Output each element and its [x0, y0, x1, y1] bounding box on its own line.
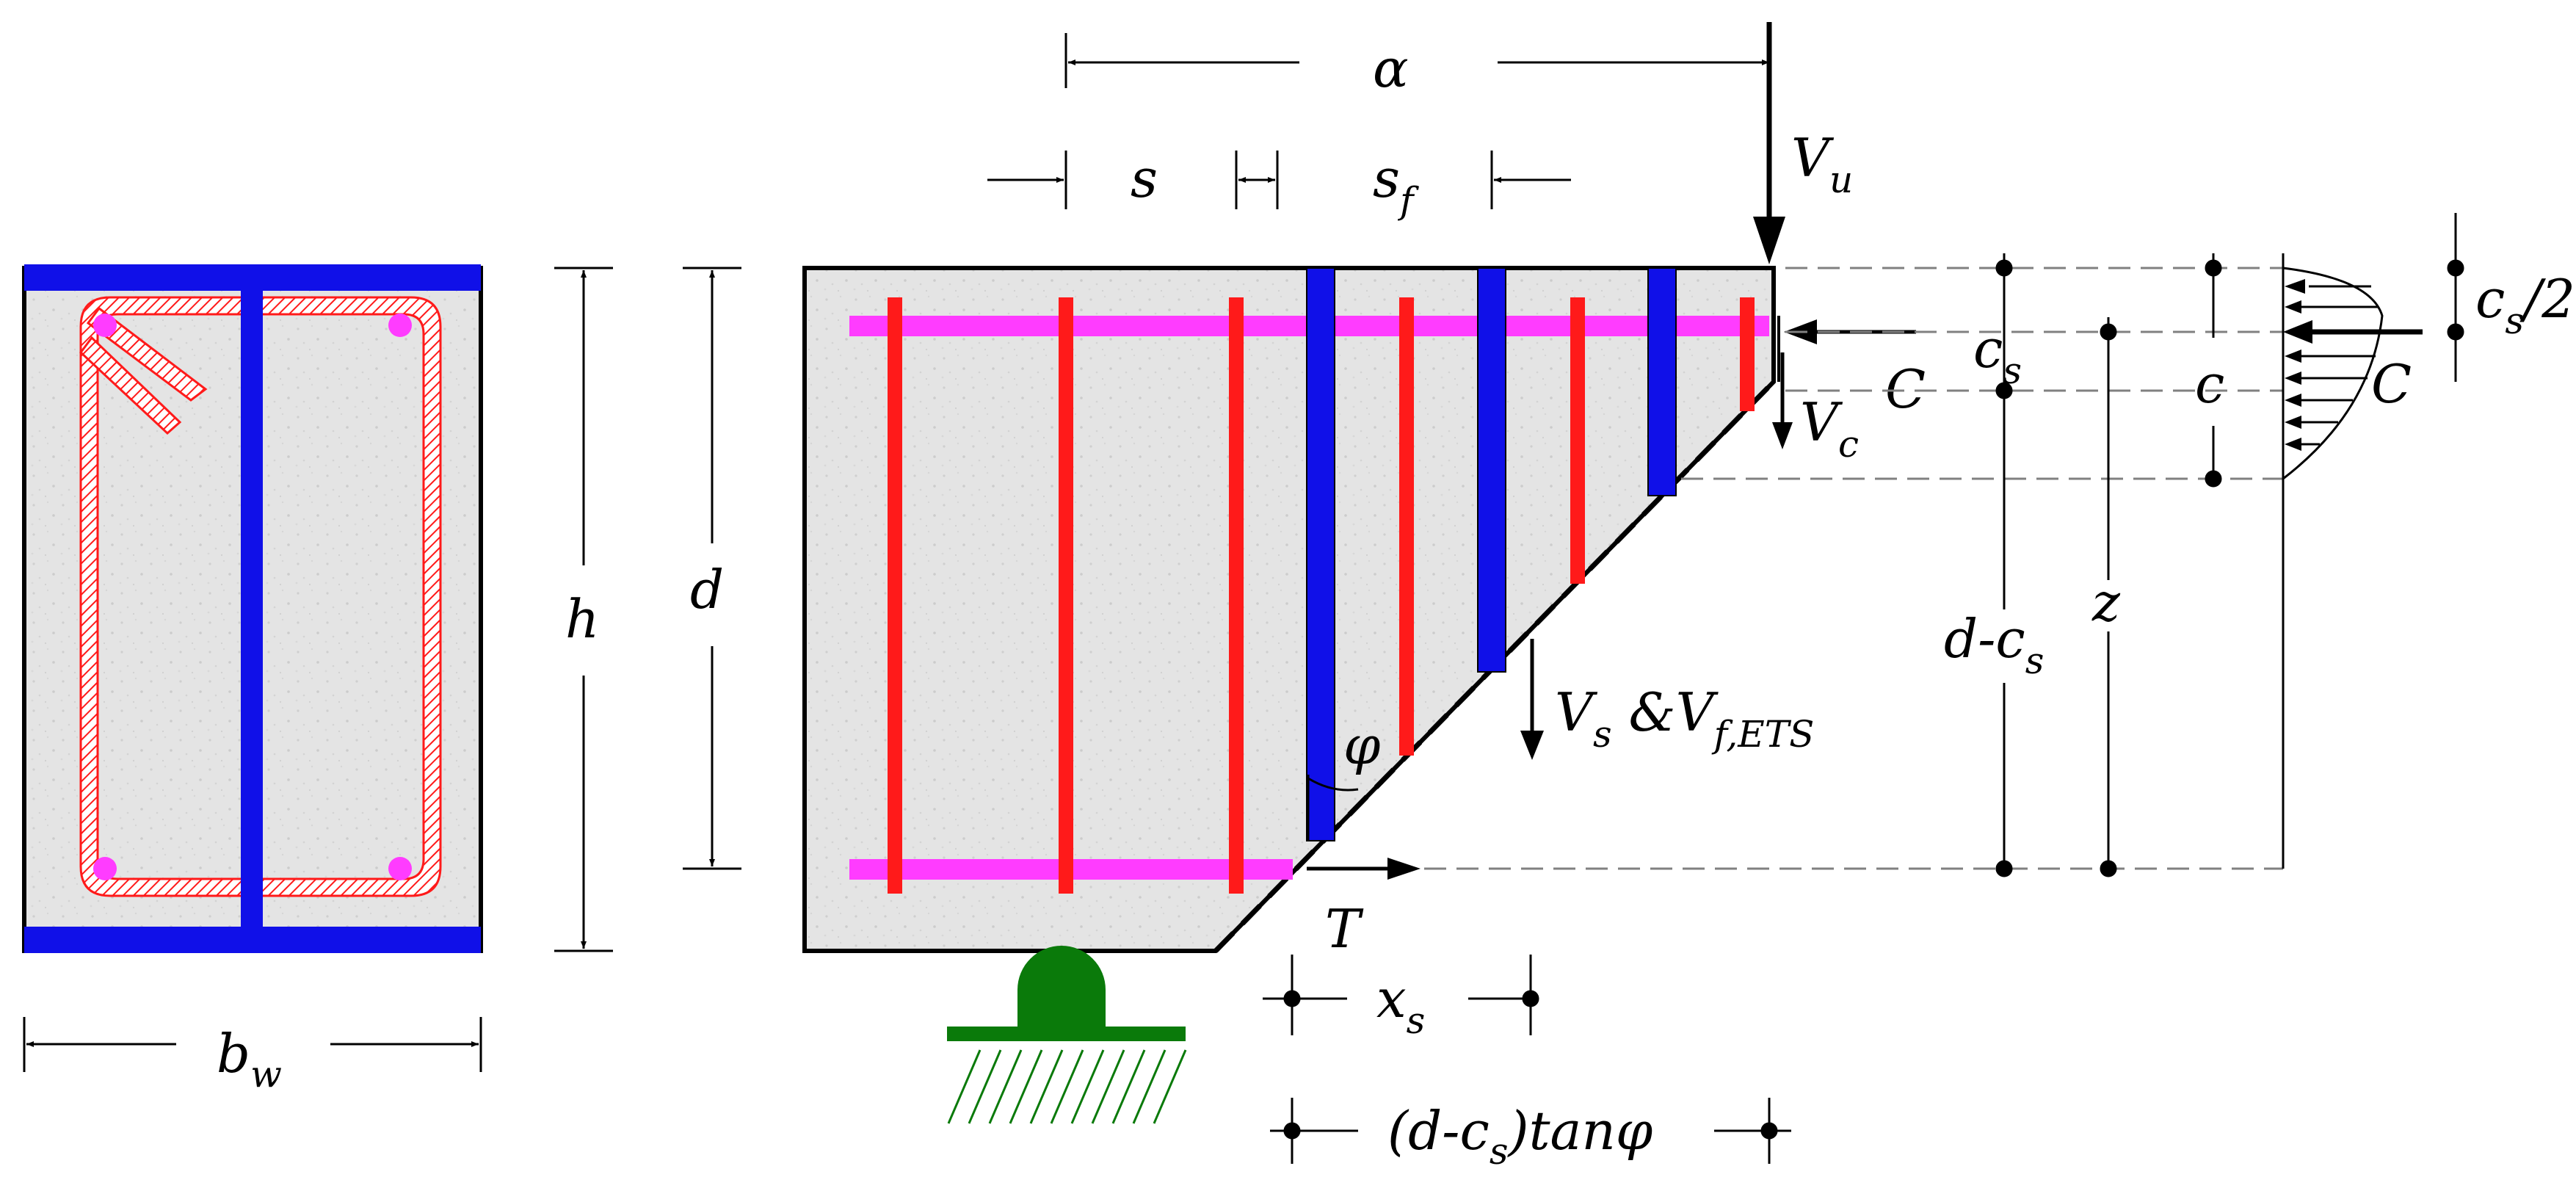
- level-lines: [1424, 267, 2283, 870]
- section-bar-bottom-left: [93, 857, 117, 880]
- label-c: c: [2195, 353, 2224, 415]
- force-vc: [1772, 352, 1793, 449]
- dim-bw: [23, 1017, 482, 1072]
- support: [947, 946, 1187, 1124]
- support-hatch: [947, 1049, 1187, 1124]
- dim-cs-half: [2447, 213, 2464, 382]
- label-c-block: C: [2371, 353, 2412, 415]
- beam-elevation: [802, 266, 1776, 953]
- dim-alpha: [1064, 33, 1769, 88]
- label-d-cs-tan: (d-cs)tanφ: [1387, 1100, 1653, 1173]
- cross-section: [22, 264, 483, 953]
- beam-concrete: [802, 266, 1776, 953]
- label-cs: cs: [1973, 318, 2022, 392]
- label-c-force: C: [1885, 358, 1926, 420]
- label-vc: Vc: [1800, 391, 1859, 466]
- frp-strip-2: [1477, 267, 1506, 673]
- dim-c: [2205, 253, 2222, 488]
- label-cs-half: cs/2: [2475, 268, 2575, 342]
- stirrup-3: [1229, 297, 1244, 894]
- section-frp-top: [24, 264, 481, 291]
- label-bw: bw: [217, 1023, 282, 1096]
- label-t: T: [1325, 898, 1364, 960]
- stress-block: [2282, 253, 2423, 481]
- force-t: [1307, 858, 1421, 880]
- dim-d-cs-tan: [1270, 1098, 1791, 1164]
- section-bar-bottom-right: [388, 857, 412, 880]
- label-s: s: [1131, 148, 1158, 209]
- section-bar-top-right: [388, 314, 412, 337]
- label-xs: xs: [1376, 968, 1425, 1042]
- support-plate: [947, 1027, 1186, 1041]
- dim-h: [554, 267, 613, 952]
- label-vs-vf: Vs &Vf,ETS: [1555, 681, 1814, 756]
- stirrup-hook-2: [79, 336, 182, 435]
- label-vu: Vu: [1791, 127, 1853, 201]
- dim-d-cs: [1995, 391, 2013, 877]
- label-d-cs: d-cs: [1944, 608, 2044, 682]
- dim-xs: [1263, 955, 1539, 1035]
- stirrup-2: [1059, 297, 1073, 894]
- dim-s-sf: [987, 151, 1571, 209]
- frp-strip-1: [1306, 267, 1335, 841]
- stirrup-1: [888, 297, 902, 894]
- phi-arc: [1307, 777, 1359, 792]
- section-frp-bottom: [24, 927, 481, 953]
- stirrup-hook: [86, 306, 208, 402]
- support-roller: [1017, 946, 1106, 1028]
- frp-strip-3: [1647, 267, 1677, 496]
- label-d: d: [690, 559, 724, 620]
- label-sf: sf: [1373, 148, 1419, 222]
- section-frp-web: [241, 290, 263, 929]
- label-z: z: [2091, 571, 2121, 633]
- force-vu: [1753, 22, 1785, 264]
- force-vs-vf: [1520, 639, 1544, 760]
- label-h: h: [565, 588, 599, 650]
- stirrup-4: [1399, 297, 1414, 756]
- stirrup-6: [1740, 297, 1755, 411]
- label-phi: φ: [1343, 714, 1381, 776]
- dim-z: [2100, 317, 2117, 877]
- label-alpha: α: [1373, 37, 1409, 99]
- dim-d: [683, 267, 741, 870]
- section-bar-top-left: [93, 314, 117, 337]
- stirrup-5: [1570, 297, 1585, 584]
